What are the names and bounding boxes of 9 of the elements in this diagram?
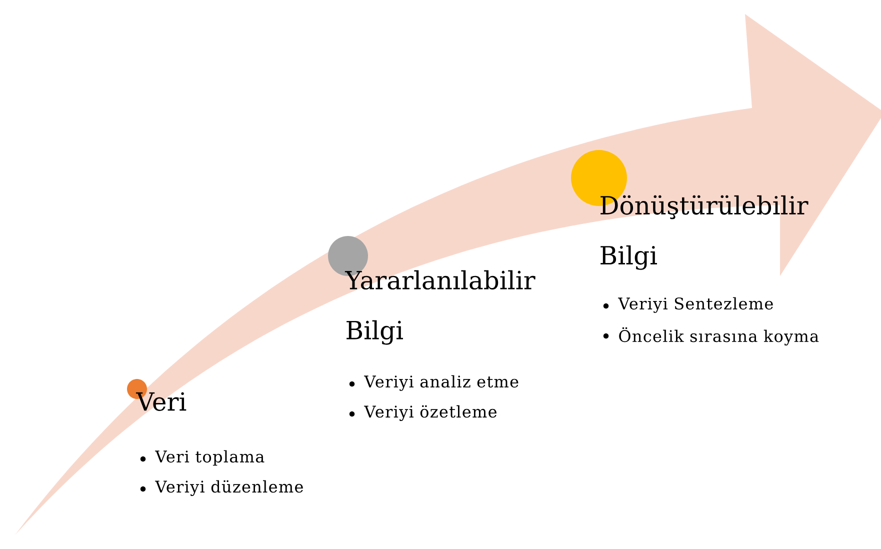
- bullet-item: Öncelik sırasına koyma: [619, 327, 819, 346]
- stage-heading: Veri: [136, 392, 186, 411]
- bullet-item: Veriyi özetleme: [364, 405, 496, 422]
- bullet-item: Veriyi düzenleme: [155, 480, 303, 496]
- bullet-item: Veriyi analiz etme: [364, 375, 518, 391]
- stage-heading: Dönüştürülebilir Bilgi: [600, 195, 808, 270]
- bullet-item: Veri toplama: [155, 450, 264, 466]
- stage-heading: Yararlanılabilir Bilgi: [344, 270, 536, 345]
- bullet-item: Veriyi Sentezleme: [618, 297, 773, 313]
